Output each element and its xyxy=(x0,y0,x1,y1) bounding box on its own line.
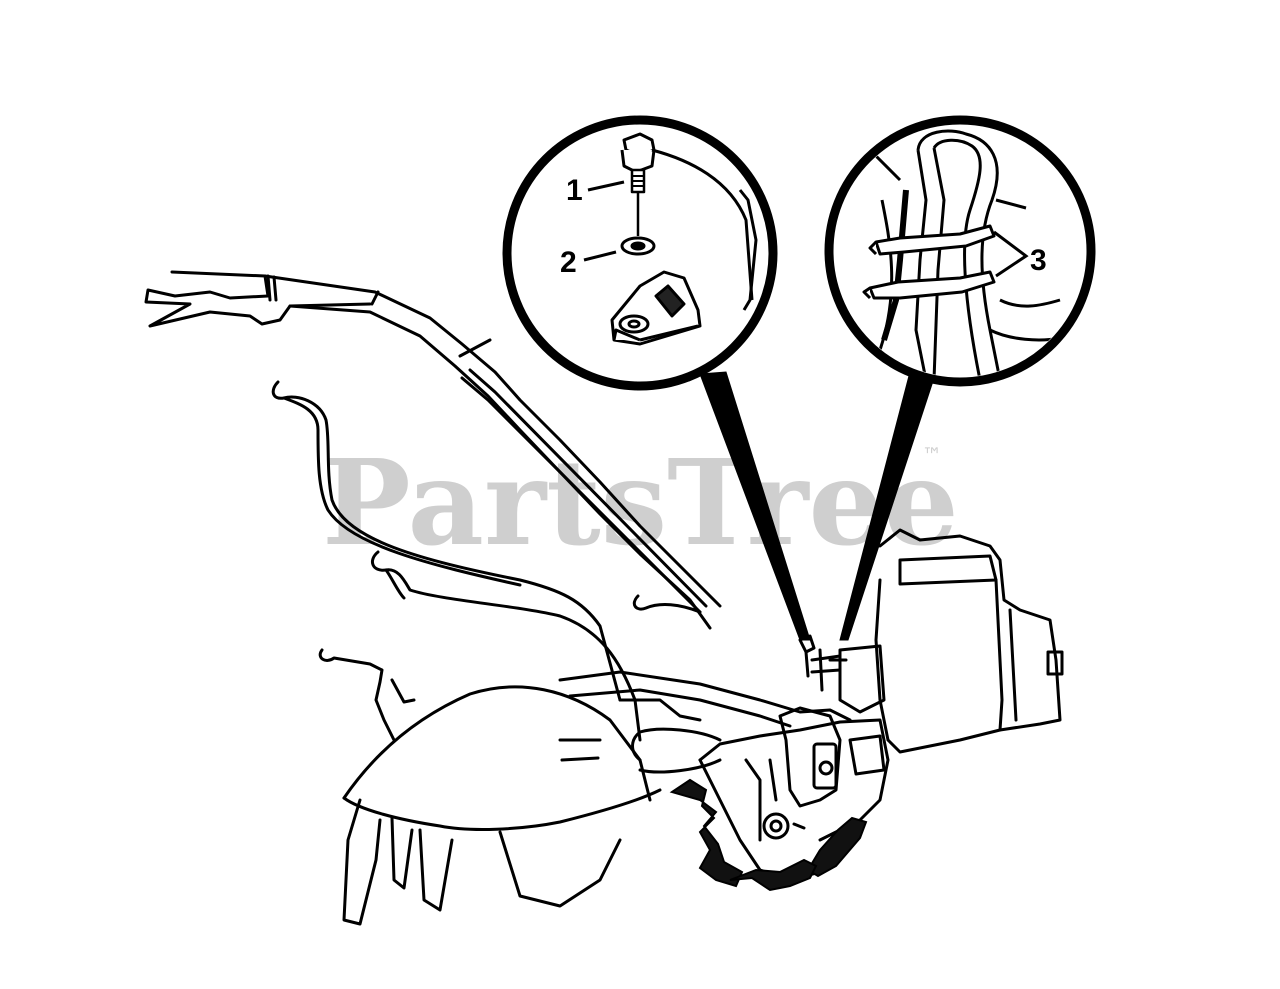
engine-mount xyxy=(828,644,886,714)
control-rod-lower xyxy=(318,648,416,742)
tine-shield xyxy=(342,685,662,926)
cable-ties-detail xyxy=(862,224,996,300)
callout-leaders-right xyxy=(993,230,1029,278)
frame-crossbar xyxy=(558,670,852,774)
engine-block xyxy=(874,528,1064,754)
control-cable-upper xyxy=(271,380,622,702)
mount-bracket-detail xyxy=(610,270,702,346)
callout-label-1: 1 xyxy=(566,174,583,207)
callout-label-2: 2 xyxy=(560,246,577,279)
watermark-trademark: ™ xyxy=(922,443,942,467)
detail-circle-right: 3 xyxy=(824,115,1096,387)
lever-knob xyxy=(632,594,702,614)
handle-clamp xyxy=(798,634,842,692)
watermark-text: PartsTree xyxy=(322,433,959,572)
tiller-illustration xyxy=(144,270,1064,926)
bolt-detail xyxy=(620,132,758,311)
washer-detail xyxy=(620,236,656,256)
detail-circle-left: 1 2 xyxy=(502,115,778,391)
pointer-left xyxy=(699,371,811,641)
callout-leaders-left xyxy=(583,180,625,262)
callout-label-3: 3 xyxy=(1030,244,1047,277)
handlebar xyxy=(144,270,722,630)
cable-detail xyxy=(881,189,909,341)
control-cable-middle xyxy=(370,550,642,742)
tines xyxy=(669,778,868,892)
transmission-housing xyxy=(698,706,890,882)
